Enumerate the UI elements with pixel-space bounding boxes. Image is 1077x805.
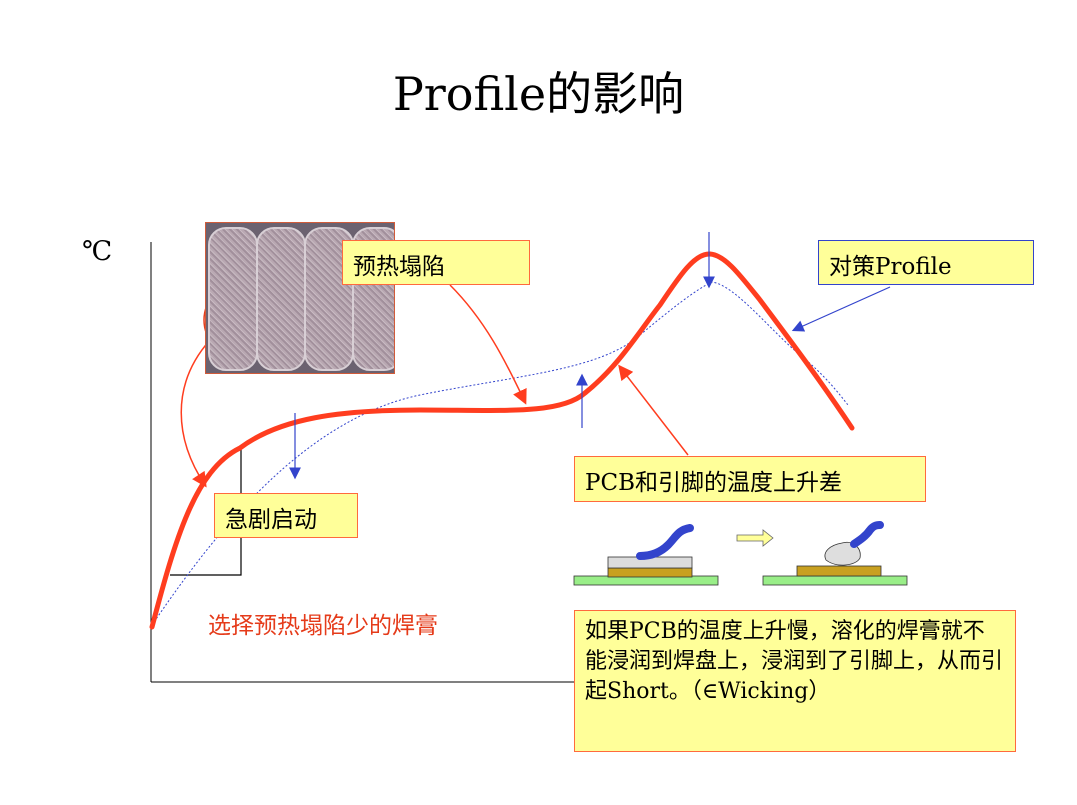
wicking-after-illustration <box>762 521 908 586</box>
label-preheat-slump: 预热塌陷 <box>342 240 530 285</box>
wicking-explanation-note: 如果PCB的温度上升慢，溶化的焊膏就不能浸润到焊盘上，浸润到了引脚上，从而引起S… <box>574 610 1016 752</box>
label-countermeasure-profile: 对策Profile <box>818 240 1034 285</box>
arrow-diff-to-curve <box>618 364 689 456</box>
rapid-start-bracket <box>170 448 242 576</box>
solder-paste-photo <box>205 222 395 374</box>
arrow-counter-label <box>791 286 891 332</box>
main-profile-curve <box>149 251 855 630</box>
wicking-before-illustration <box>573 524 719 586</box>
transition-arrow <box>736 529 774 547</box>
arrow-slump-to-curve <box>449 284 527 405</box>
paste-selection-annotation: 选择预热塌陷少的焊膏 <box>208 613 438 639</box>
label-temp-rise-difference: PCB和引脚的温度上升差 <box>574 456 926 502</box>
y-axis-unit: ℃ <box>82 236 113 267</box>
page-title: Profile的影响 <box>392 67 685 121</box>
arrow-circle-to-rapid <box>180 339 211 488</box>
label-rapid-start: 急剧启动 <box>214 493 358 538</box>
